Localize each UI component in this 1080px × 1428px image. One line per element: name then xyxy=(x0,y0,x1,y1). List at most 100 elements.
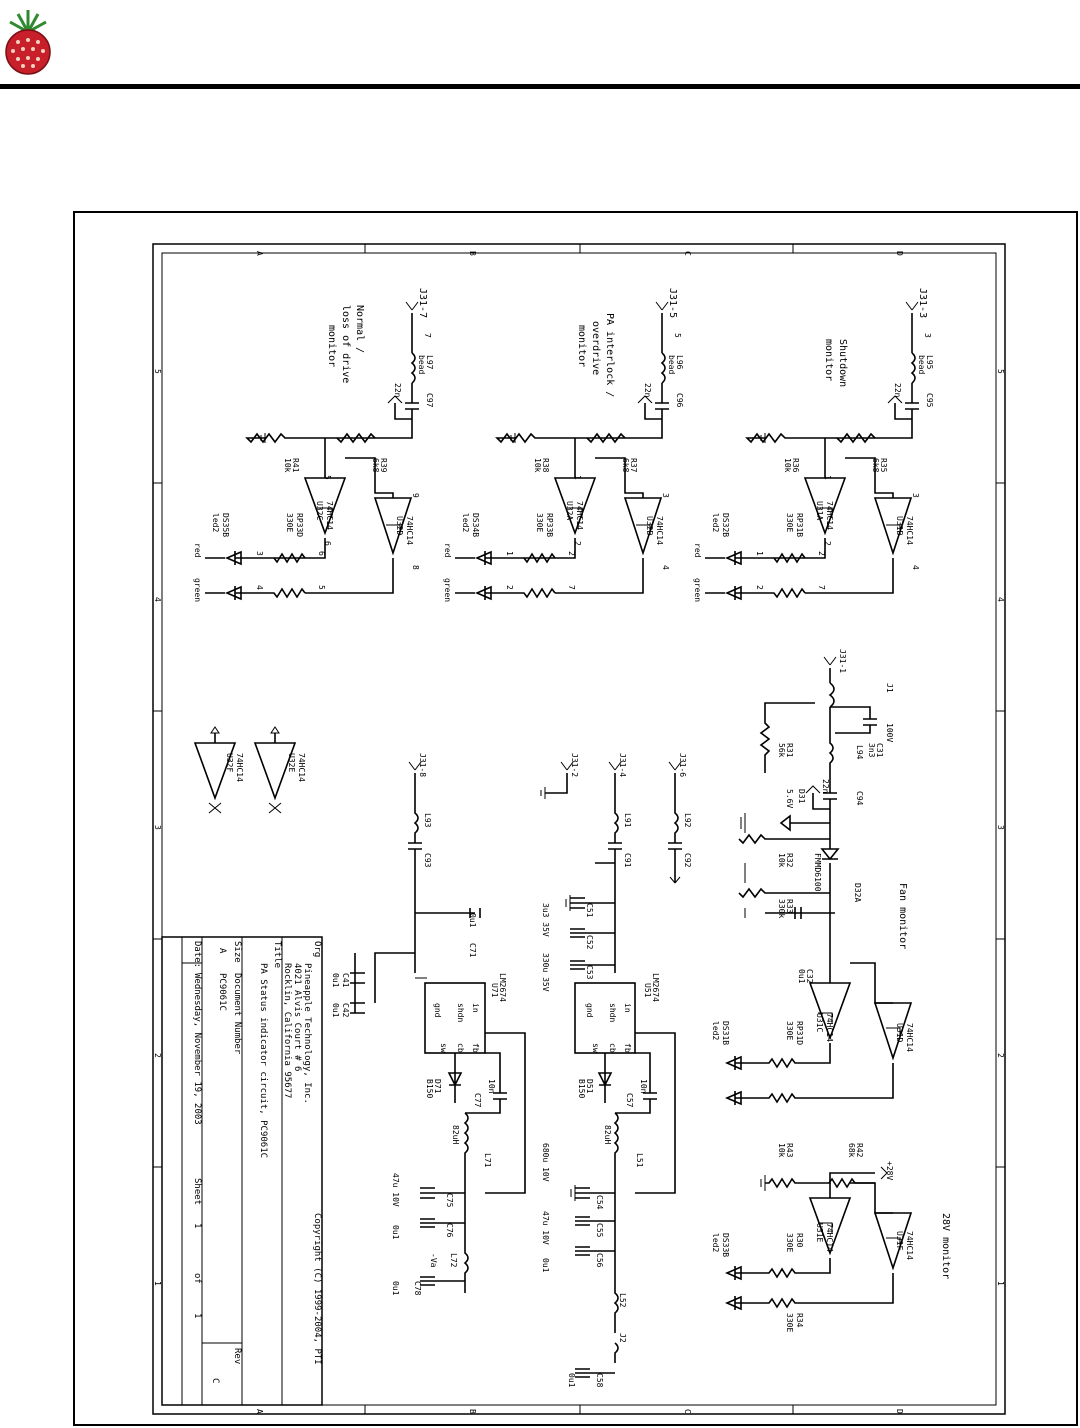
c94-value: 22n xyxy=(821,779,830,794)
gate-a-ref: U32A xyxy=(565,501,574,520)
r33-ref: R33 xyxy=(785,899,794,914)
d32-value: FMMD6100 xyxy=(813,853,822,892)
gate-b-part: 74HC14 xyxy=(905,1231,914,1260)
led-type: led2 xyxy=(711,513,720,532)
c54-ref: C54 xyxy=(595,1195,604,1210)
zone-letter-a: A xyxy=(255,251,264,256)
rp-pin-a2: 1 xyxy=(755,551,764,556)
c42-value: 0u1 xyxy=(331,1003,340,1018)
bead-ref: L95 xyxy=(925,355,934,370)
led-ref: DS31B xyxy=(721,1021,730,1045)
gate-a-part: 74HC14 xyxy=(825,501,834,530)
l94-ref: L94 xyxy=(855,745,864,760)
power-section: J31-8 J31-2 J31-4 J31-6 L91 L92 L93 C91 … xyxy=(331,753,692,1388)
pineapple-logo-icon xyxy=(5,10,51,75)
u51-pin-sw: sw xyxy=(591,1043,600,1053)
title-label: Title xyxy=(272,941,282,968)
title-block: Copyright (C) 1999-2004, PTI Org Pineapp… xyxy=(161,936,323,1406)
org-line-3: Rocklin, California 95677 xyxy=(282,963,292,1098)
c53-ref: C53 xyxy=(585,965,594,980)
l91-ref: L91 xyxy=(623,813,632,828)
u51-pin-shdn: shdn xyxy=(608,1003,617,1022)
c58-value: 0u1 xyxy=(567,1373,576,1388)
u51-pin-in: in xyxy=(623,1003,632,1013)
d51-value: B150 xyxy=(577,1079,586,1098)
rp-value: 330E xyxy=(785,1021,794,1040)
schematic-frame: A B C D A B C D 5 4 3 2 1 5 4 3 2 1 J31-… xyxy=(73,211,1078,1426)
c55-ref: C55 xyxy=(595,1223,604,1238)
gate-a-part: 74HC14 xyxy=(325,501,334,530)
pin-a-out: 2 xyxy=(573,541,582,546)
l71-ref: L71 xyxy=(483,1153,492,1168)
d71-ref: D71 xyxy=(433,1079,442,1094)
c78-ref: C78 xyxy=(413,1281,422,1296)
org-line-1: Pineapple Technology, Inc. xyxy=(302,963,312,1104)
zone-letter-b: B xyxy=(468,251,477,256)
c54-value: 680u 10V xyxy=(541,1143,550,1182)
rp-pin-b2: 2 xyxy=(505,585,514,590)
rp-pin-a2: 1 xyxy=(505,551,514,556)
c94-ref: C94 xyxy=(855,791,864,806)
u51-part: LM2674 xyxy=(651,973,660,1002)
caption-line-2: overdrive xyxy=(590,321,601,375)
c51-value: 3u3 35V xyxy=(541,903,550,937)
c77-ref: C77 xyxy=(473,1093,482,1108)
of-label: of xyxy=(192,1273,202,1284)
u71-pin-cb: cb xyxy=(456,1043,465,1053)
r43-value: 10k xyxy=(777,1143,786,1158)
pin-a-out: 2 xyxy=(823,541,832,546)
led-ref: DS34B xyxy=(471,513,480,537)
connector-label: J31-3 xyxy=(917,288,928,318)
rp-pin-a1: 2 xyxy=(817,551,826,556)
cap-ref: C96 xyxy=(675,393,684,408)
caption-line-1: PA interlock / xyxy=(604,313,615,397)
c57-value: 10n xyxy=(639,1079,648,1094)
caption-line-3: monitor xyxy=(326,325,337,367)
u51-pin-fb: fb xyxy=(623,1043,632,1053)
fan-monitor: J31-1 J1 100V C31 3n3 R31 56k L94 C94 22… xyxy=(711,649,914,1106)
zone-number-1: 1 xyxy=(153,1281,162,1286)
r-series-ref: R35 xyxy=(879,458,888,473)
size-label: Size xyxy=(232,941,242,963)
u51-pin-cb: cb xyxy=(608,1043,617,1053)
r-series-ref: R39 xyxy=(379,458,388,473)
u71-pin-shdn: shdn xyxy=(456,1003,465,1022)
c77-value: 10n xyxy=(487,1079,496,1094)
rp-pin-a1: 6 xyxy=(317,551,326,556)
header-rule xyxy=(0,84,1080,89)
r34-value: 330E xyxy=(785,1313,794,1332)
pin-b-in: 9 xyxy=(411,493,420,498)
caption-line-3: monitor xyxy=(576,325,587,367)
gate-a-part: 74HC14 xyxy=(825,1013,834,1042)
pin-b-in: 3 xyxy=(911,493,920,498)
pineapple-crown xyxy=(9,10,47,34)
bead-type: bead xyxy=(417,355,426,374)
gate-a-ref: U31E xyxy=(815,1223,824,1242)
led-type: led2 xyxy=(711,1021,720,1040)
zone-number-3: 3 xyxy=(153,825,162,830)
connector-label: J31-5 xyxy=(667,288,678,318)
led-ref: DS33B xyxy=(721,1233,730,1257)
gate-b-part: 74HC14 xyxy=(655,516,664,545)
gate-b-part: 74HC14 xyxy=(405,516,414,545)
zone-number-3-right: 3 xyxy=(996,825,1005,830)
rp-pin-b2: 2 xyxy=(755,585,764,590)
schematic-border xyxy=(152,243,1006,1415)
led-type: led2 xyxy=(211,513,220,532)
c91-ref: C91 xyxy=(623,853,632,868)
rev-label: Rev xyxy=(232,1348,242,1364)
u71-pin-sw: sw xyxy=(439,1043,448,1053)
r43-ref: R43 xyxy=(785,1143,794,1158)
pin-a-out: 6 xyxy=(323,541,332,546)
channel-pa-interlock-overdrive: J31-5 PA interlock / overdrive monitor 5… xyxy=(443,288,684,602)
l52-ref: L52 xyxy=(618,1293,627,1308)
led-type: led2 xyxy=(711,1233,720,1252)
spare-gates: U32E 74HC14 U32F 74HC14 xyxy=(193,726,306,814)
u71-ref: U71 xyxy=(490,983,499,998)
c31-value: 3n3 xyxy=(867,743,876,758)
rp-pin-b2: 4 xyxy=(255,585,264,590)
rev-value: C xyxy=(210,1378,220,1383)
c58-ref: C58 xyxy=(595,1373,604,1388)
rp-value: 330E xyxy=(285,513,294,532)
zone-number-2-right: 2 xyxy=(996,1053,1005,1058)
